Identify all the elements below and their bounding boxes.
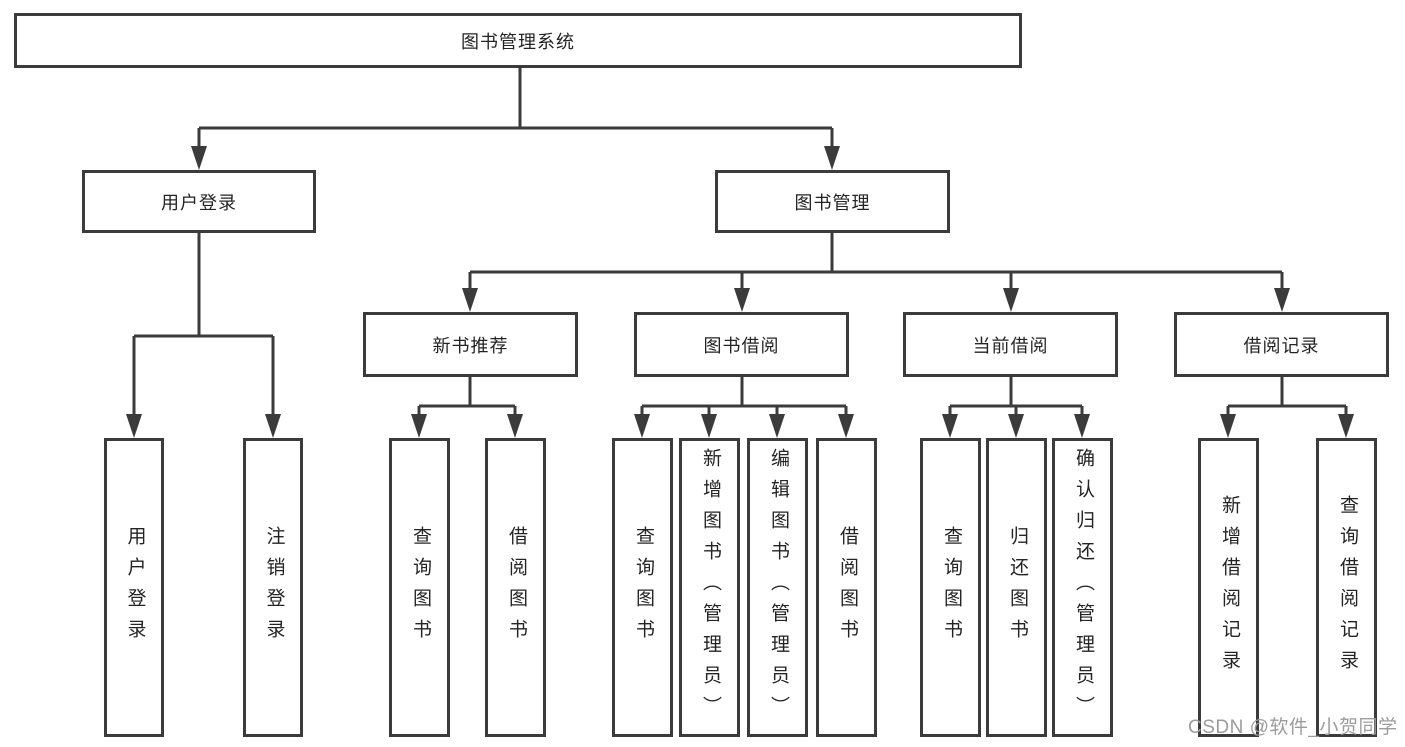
- leaf-confirm-return-admin-label: 确认归还（管理员）: [1072, 448, 1094, 727]
- leaf-borrow-books-2: 借阅图书: [816, 438, 877, 737]
- leaf-edit-book-admin-label: 编辑图书（管理员）: [767, 448, 789, 727]
- connector-book-borrowing-arrowheads: [634, 414, 854, 438]
- connector-current-borrowing-arrowheads: [942, 414, 1090, 438]
- leaf-query-books-3: 查询图书: [920, 438, 981, 737]
- connector-root-to-level2-arrowheads: [191, 146, 840, 170]
- node-user-login: 用户登录: [82, 170, 316, 233]
- node-book-management: 图书管理: [715, 170, 950, 233]
- connector-new-book-recommend-children: [417, 377, 517, 418]
- connector-user-login-arrowheads: [126, 414, 281, 438]
- node-new-book-recommend: 新书推荐: [363, 312, 578, 377]
- connector-root-to-level2: [197, 68, 834, 152]
- leaf-query-borrow-record: 查询借阅记录: [1316, 438, 1377, 737]
- connector-user-login-children: [132, 233, 275, 418]
- connector-book-management-arrowheads: [462, 288, 1290, 312]
- leaf-edit-book-admin: 编辑图书（管理员）: [747, 438, 808, 737]
- leaf-query-books-1: 查询图书: [389, 438, 450, 737]
- csdn-watermark: CSDN @软件_小贺同学: [1188, 717, 1398, 738]
- node-book-borrowing: 图书借阅: [634, 312, 849, 377]
- connector-book-management-children: [468, 233, 1284, 292]
- leaf-return-book-label: 归还图书: [1006, 525, 1028, 650]
- connector-book-borrowing-children: [640, 377, 848, 418]
- connector-current-borrowing-children: [948, 377, 1084, 418]
- leaf-return-book: 归还图书: [986, 438, 1047, 737]
- leaf-add-borrow-record: 新增借阅记录: [1198, 438, 1259, 737]
- leaf-add-book-admin: 新增图书（管理员）: [679, 438, 740, 737]
- connector-borrowing-records-children: [1226, 377, 1348, 418]
- connector-borrowing-records-arrowheads: [1220, 414, 1354, 438]
- leaf-query-books-3-label: 查询图书: [940, 525, 962, 650]
- node-library-management-system: 图书管理系统: [14, 13, 1022, 68]
- leaf-user-login-label: 用户登录: [124, 525, 146, 650]
- leaf-add-borrow-record-label: 新增借阅记录: [1218, 494, 1240, 681]
- leaf-query-borrow-record-label: 查询借阅记录: [1336, 494, 1358, 681]
- connector-new-book-recommend-arrowheads: [411, 414, 523, 438]
- leaf-borrow-books-1: 借阅图书: [485, 438, 546, 737]
- leaf-query-books-2: 查询图书: [612, 438, 673, 737]
- leaf-add-book-admin-label: 新增图书（管理员）: [699, 448, 721, 727]
- node-borrowing-records: 借阅记录: [1174, 312, 1389, 377]
- node-current-borrowing: 当前借阅: [903, 312, 1118, 377]
- leaf-user-login: 用户登录: [104, 438, 164, 737]
- leaf-confirm-return-admin: 确认归还（管理员）: [1052, 438, 1113, 737]
- leaf-query-books-2-label: 查询图书: [632, 525, 654, 650]
- leaf-query-books-1-label: 查询图书: [409, 525, 431, 650]
- leaf-logout: 注销登录: [243, 438, 303, 737]
- leaf-borrow-books-1-label: 借阅图书: [505, 525, 527, 650]
- leaf-borrow-books-2-label: 借阅图书: [836, 525, 858, 650]
- leaf-logout-label: 注销登录: [263, 525, 285, 650]
